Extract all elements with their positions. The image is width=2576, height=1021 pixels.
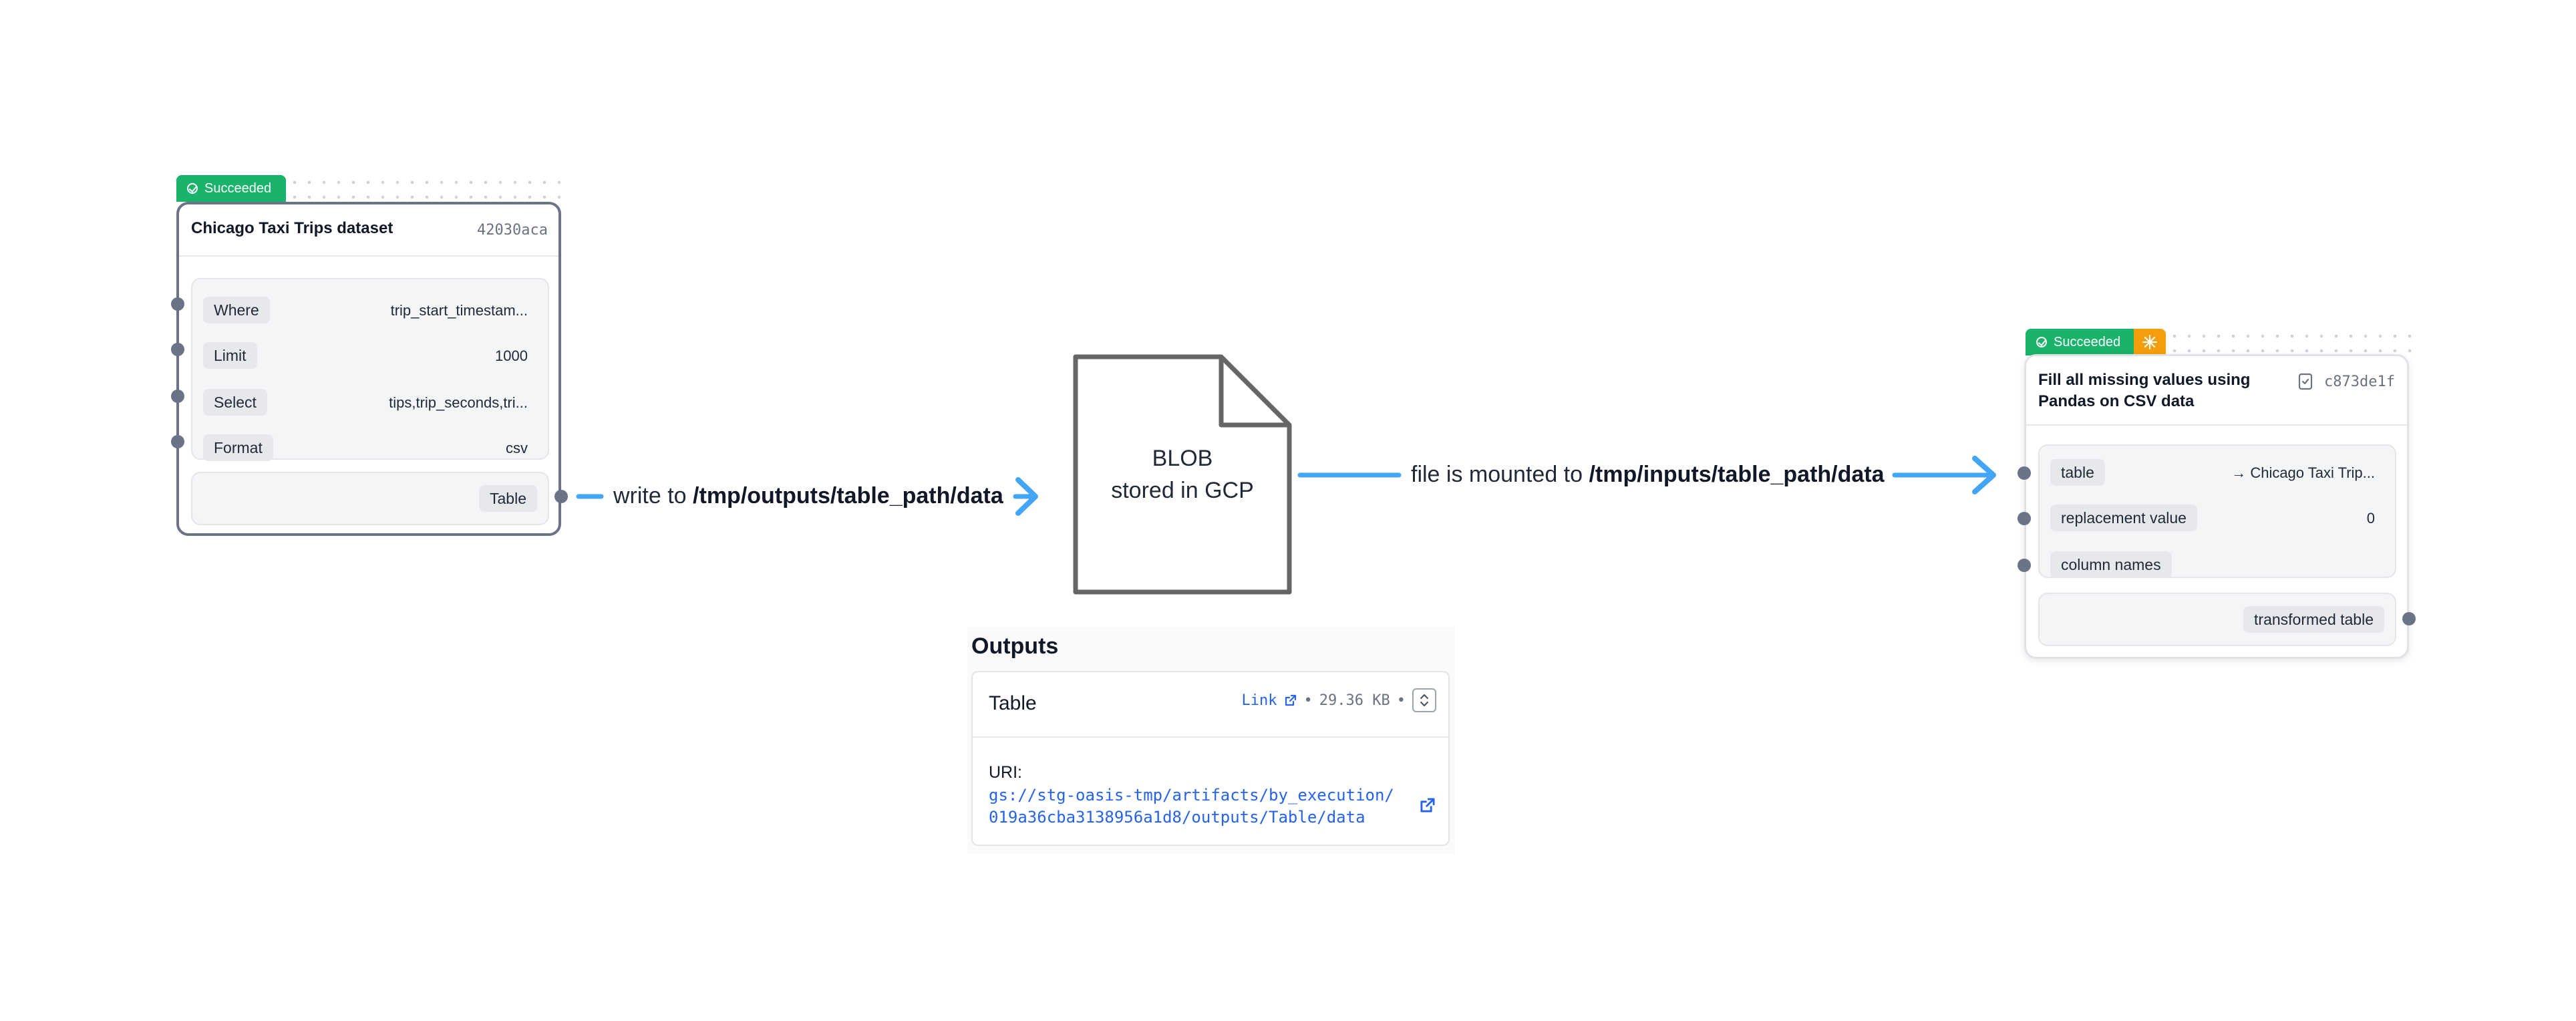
node-chicago-taxi-trips[interactable]: Chicago Taxi Trips dataset 42030aca Wher…	[176, 202, 561, 536]
inputs-panel: table → Chicago Taxi Trip... replacement…	[2038, 444, 2396, 578]
blob-label: BLOB stored in GCP	[1111, 446, 1254, 503]
outputs-panel: transformed table	[2038, 593, 2396, 646]
output-label-table[interactable]: Table	[479, 485, 537, 512]
cache-off-icon	[2142, 335, 2157, 349]
node-hash: c873de1f	[2324, 374, 2395, 390]
output-label-transformed-table[interactable]: transformed table	[2243, 606, 2384, 633]
chevron-up-down-icon	[1420, 694, 1429, 707]
input-port-column-names[interactable]	[2018, 559, 2031, 572]
input-label-table[interactable]: table	[2050, 459, 2105, 486]
input-port-table[interactable]	[2018, 466, 2031, 480]
expand-toggle-button[interactable]	[1412, 688, 1436, 712]
output-port-table[interactable]	[554, 490, 568, 503]
edge-write-label: write to /tmp/outputs/table_path/data	[613, 483, 1003, 508]
outputs-panel: Table	[191, 472, 549, 525]
document-fold-icon	[1219, 357, 1289, 428]
outputs-section: Outputs Table Link • 29.36 KB • URI: gs:…	[967, 627, 1455, 854]
edge-write-arrowhead	[1015, 477, 1038, 516]
input-value-select: tips,trip_seconds,tri...	[389, 394, 528, 411]
artifact-uri-link[interactable]: gs://stg-oasis-tmp/artifacts/by_executio…	[989, 786, 1394, 827]
input-port-select[interactable]	[171, 390, 184, 403]
artifact-name: Table	[989, 692, 1037, 714]
input-port-replacement-value[interactable]	[2018, 512, 2031, 525]
input-label-select[interactable]: Select	[203, 389, 267, 416]
meta-dot: •	[1396, 692, 1406, 709]
outputs-title: Outputs	[971, 633, 1059, 659]
check-circle-icon	[187, 183, 198, 194]
input-port-where[interactable]	[171, 297, 184, 311]
input-port-limit[interactable]	[171, 343, 184, 356]
input-value-where: trip_start_timestam...	[390, 302, 528, 319]
output-artifact-card: Table Link • 29.36 KB • URI: gs://stg-oa…	[971, 671, 1450, 846]
output-port-transformed-table[interactable]	[2402, 612, 2416, 625]
input-value-limit: 1000	[495, 347, 528, 364]
node-header: Fill all missing values using Pandas on …	[2026, 356, 2407, 426]
edge-mount-label: file is mounted to /tmp/inputs/table_pat…	[1411, 462, 1885, 487]
input-value-table: → Chicago Taxi Trip...	[2231, 464, 2375, 481]
node-title: Fill all missing values using Pandas on …	[2038, 371, 2251, 410]
cache-status-badge[interactable]	[2134, 329, 2166, 355]
input-value-replacement-value: 0	[2366, 510, 2375, 527]
node-hash: 42030aca	[477, 222, 548, 239]
external-link-icon[interactable]	[1284, 694, 1297, 707]
input-label-where[interactable]: Where	[203, 297, 270, 323]
canvas-dot-grid	[2138, 329, 2416, 358]
input-label-column-names[interactable]: column names	[2050, 551, 2172, 578]
external-link-icon[interactable]	[1419, 796, 1436, 814]
node-title: Chicago Taxi Trips dataset	[191, 219, 393, 237]
inputs-panel: Where trip_start_timestam... Limit 1000 …	[191, 278, 549, 461]
artifact-meta: Link • 29.36 KB •	[1242, 688, 1436, 712]
node-header: Chicago Taxi Trips dataset 42030aca	[179, 204, 558, 257]
uri-label: URI:	[989, 763, 1022, 782]
artifact-size: 29.36 KB	[1319, 692, 1390, 709]
divider	[973, 736, 1448, 738]
status-badge: Succeeded	[2026, 329, 2134, 355]
input-label-limit[interactable]: Limit	[203, 342, 257, 369]
edge-mount-arrowhead	[1972, 456, 1996, 494]
input-value-format: csv	[506, 440, 528, 456]
input-label-format[interactable]: Format	[203, 434, 273, 461]
meta-dot: •	[1303, 692, 1313, 709]
status-badge: Succeeded	[176, 175, 286, 202]
input-label-replacement-value[interactable]: replacement value	[2050, 504, 2197, 531]
check-circle-icon	[2036, 337, 2047, 347]
node-fill-missing-values[interactable]: Fill all missing values using Pandas on …	[2024, 354, 2409, 659]
input-port-format[interactable]	[171, 435, 184, 448]
clipboard-check-icon[interactable]	[2297, 372, 2313, 391]
artifact-link[interactable]: Link	[1241, 692, 1277, 709]
